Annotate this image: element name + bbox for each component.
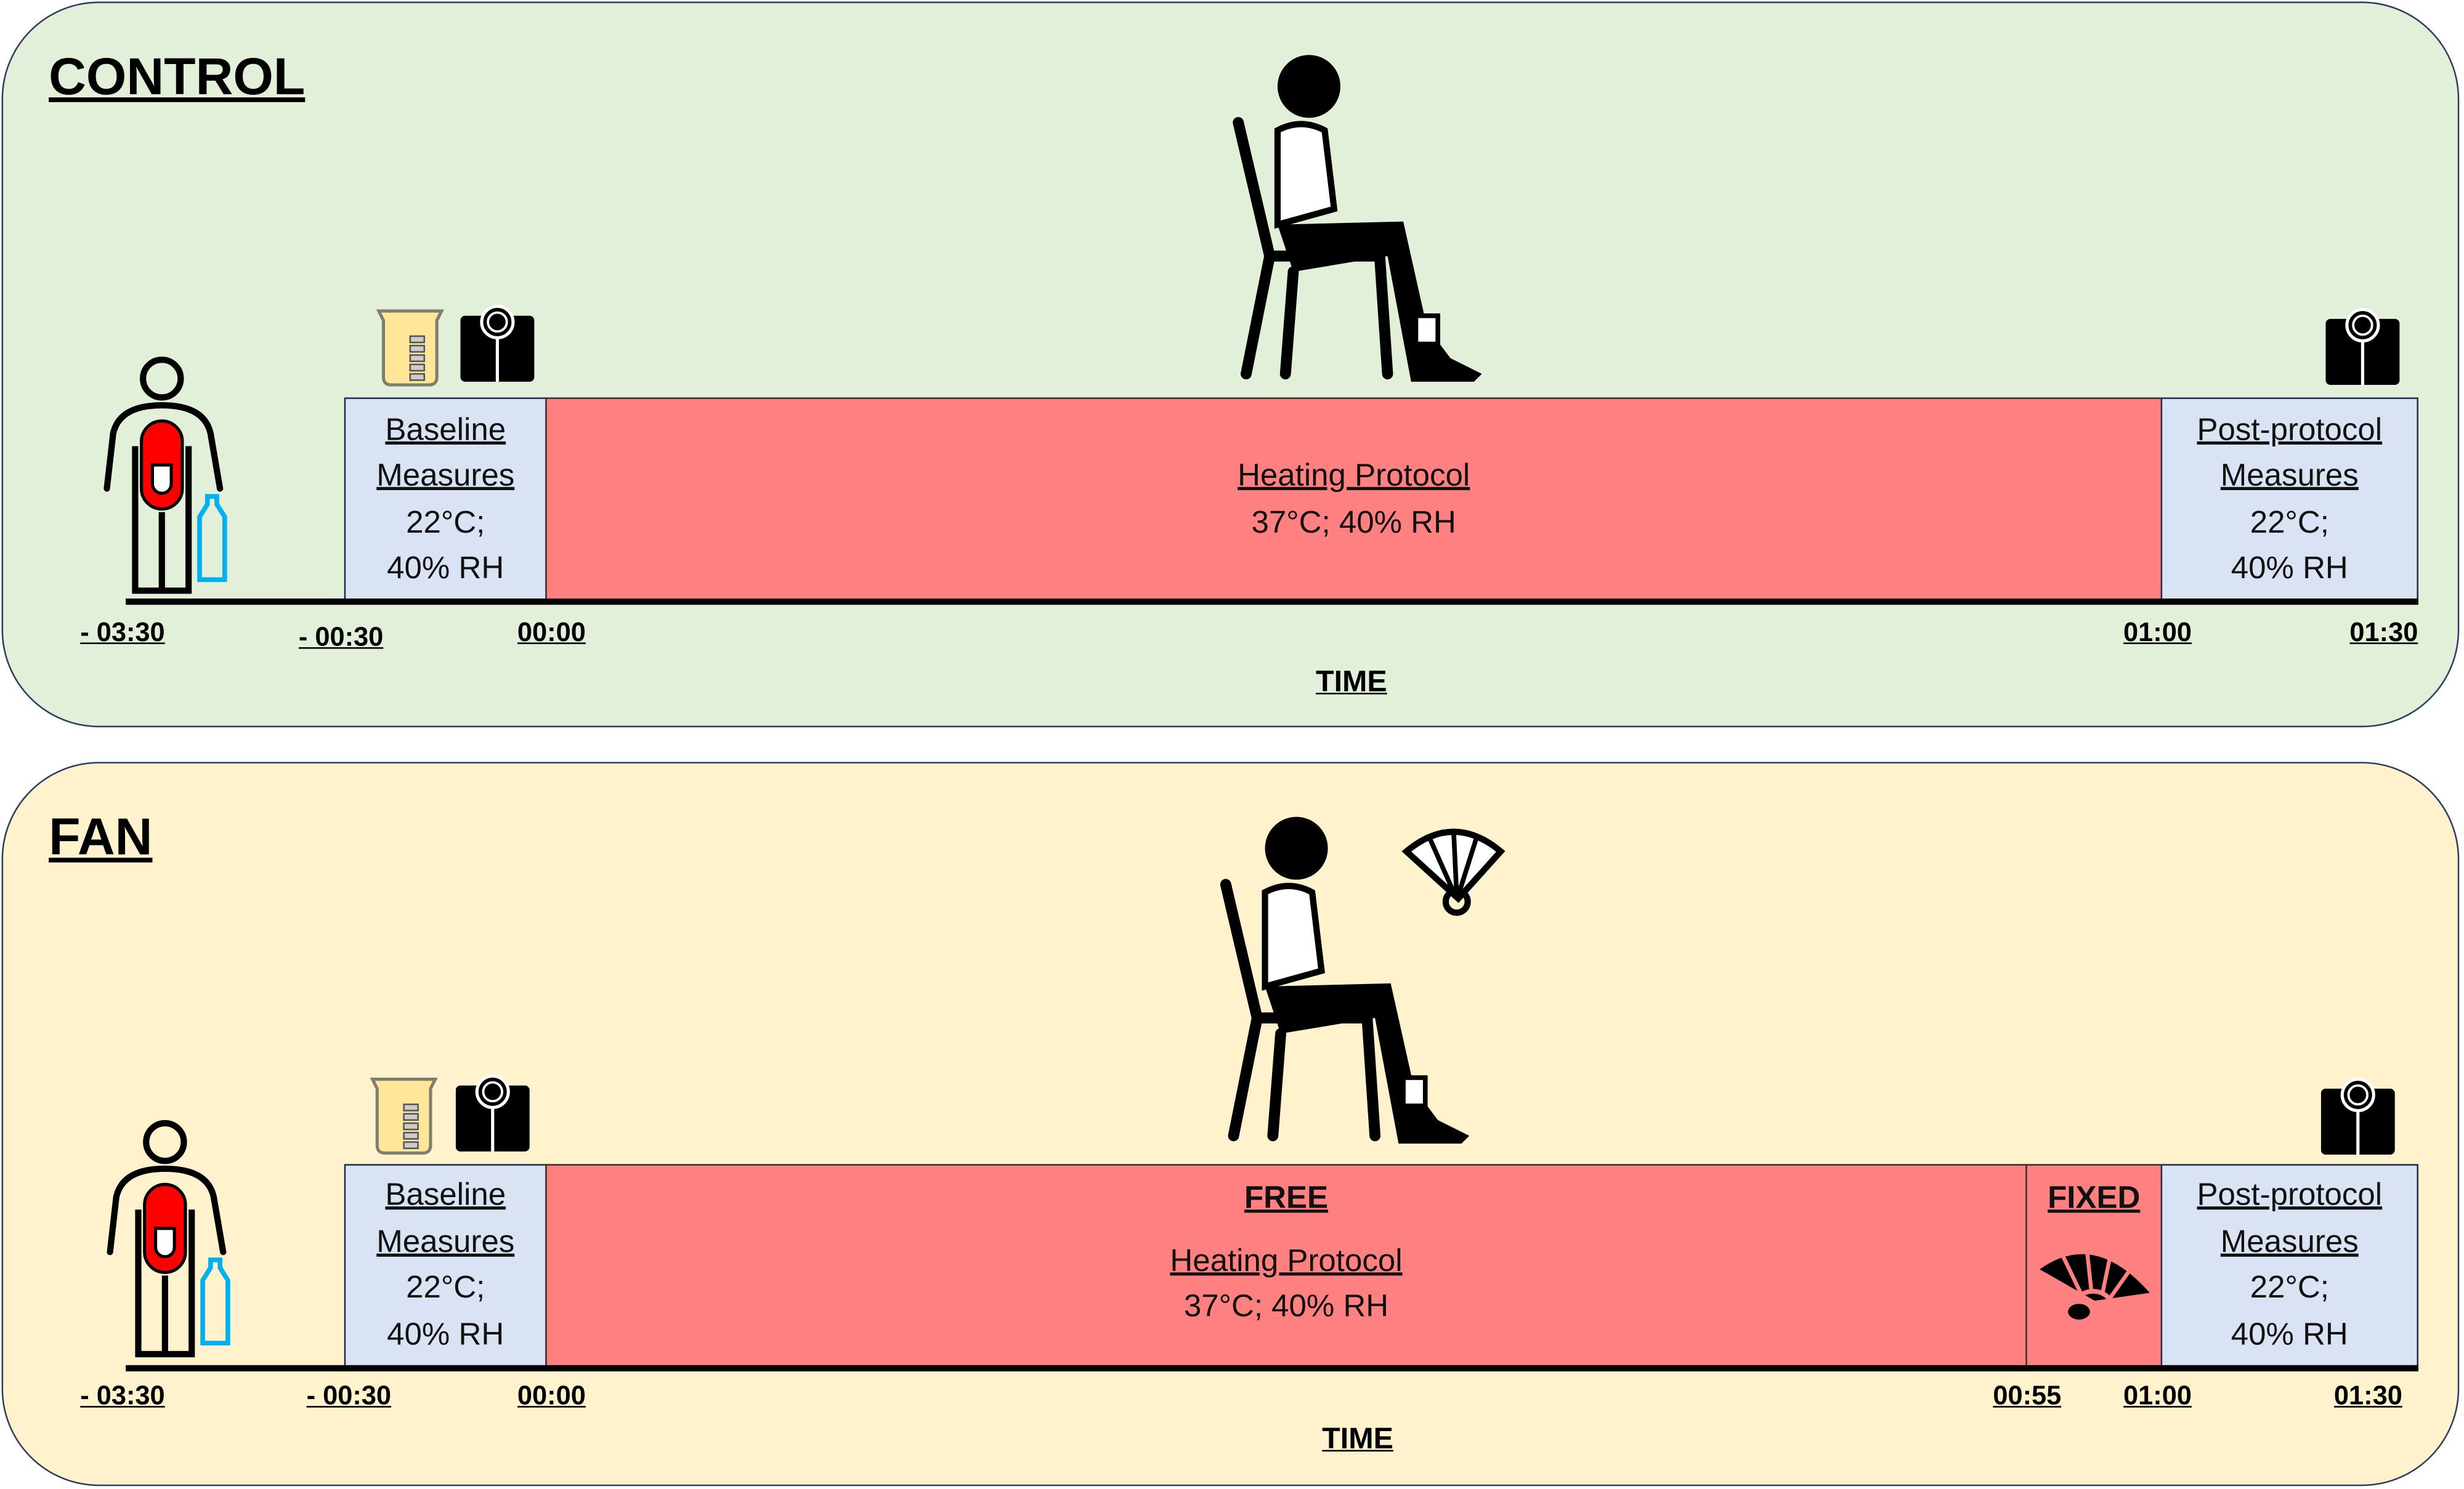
post-humidity: 40% RH (2231, 551, 2348, 586)
baseline-measures-box: Baseline Measures 22°C; 40% RH (344, 397, 547, 603)
fan-title: FAN (49, 807, 153, 866)
baseline-measures-box: Baseline Measures 22°C; 40% RH (344, 1164, 547, 1368)
tick-label: - 03:30 (80, 617, 165, 648)
fixed-fan-box: FIXED (2025, 1164, 2163, 1368)
heating-conditions: 37°C; 40% RH (1183, 1289, 1389, 1325)
baseline-humidity: 40% RH (387, 551, 505, 586)
tick-label: 01:30 (2349, 617, 2418, 648)
time-axis-label: TIME (1322, 1423, 1393, 1456)
baseline-title: Baseline (385, 1178, 506, 1213)
baseline-title: Measures (376, 1224, 515, 1259)
tick-label: 00:00 (517, 617, 586, 648)
post-title: Post-protocol (2197, 412, 2383, 447)
weighing-scale-icon (460, 303, 535, 385)
baseline-temp: 22°C; (406, 505, 485, 540)
weighing-scale-icon (2321, 1076, 2396, 1158)
tick-label: 00:55 (1993, 1381, 2062, 1411)
standing-person-capsule-bottle-icon (91, 355, 240, 599)
tick-label: 00:00 (517, 1381, 586, 1411)
heating-title: Heating Protocol (1170, 1243, 1403, 1278)
fixed-fan-icon (2031, 1229, 2157, 1326)
fixed-phase-label: FIXED (2048, 1181, 2141, 1216)
baseline-title: Baseline (385, 412, 506, 447)
seated-person-icon (1230, 52, 1489, 389)
tick-label: 01:30 (2333, 1381, 2402, 1411)
post-title: Post-protocol (2197, 1178, 2383, 1213)
timeline-axis (126, 1365, 2418, 1372)
urine-beaker-icon (369, 1076, 440, 1158)
standing-person-capsule-bottle-icon (94, 1118, 243, 1362)
baseline-title: Measures (376, 458, 515, 494)
post-protocol-box: Post-protocol Measures 22°C; 40% RH (2160, 397, 2418, 603)
urine-beaker-icon (376, 308, 447, 390)
tick-label: 01:00 (2123, 1381, 2192, 1411)
timeline-axis (126, 598, 2418, 605)
tick-label: - 00:30 (298, 622, 384, 652)
weighing-scale-icon (456, 1073, 531, 1155)
heating-conditions: 37°C; 40% RH (1251, 505, 1456, 540)
control-title: CONTROL (49, 47, 306, 105)
heating-protocol-free-box: FREE Heating Protocol 37°C; 40% RH (545, 1164, 2027, 1368)
post-title: Measures (2220, 458, 2359, 494)
post-temp: 22°C; (2250, 505, 2329, 540)
free-phase-label: FREE (1244, 1181, 1329, 1216)
post-title: Measures (2220, 1224, 2359, 1259)
baseline-temp: 22°C; (406, 1270, 485, 1305)
post-temp: 22°C; (2250, 1270, 2329, 1305)
heating-protocol-box: Heating Protocol 37°C; 40% RH (545, 397, 2163, 603)
post-humidity: 40% RH (2231, 1317, 2348, 1352)
weighing-scale-icon (2325, 306, 2401, 388)
heating-title: Heating Protocol (1238, 458, 1470, 494)
post-protocol-box: Post-protocol Measures 22°C; 40% RH (2160, 1164, 2418, 1368)
hand-fan-icon (1401, 828, 1506, 916)
tick-label: - 03:30 (80, 1381, 165, 1411)
baseline-humidity: 40% RH (387, 1317, 505, 1352)
tick-label: - 00:30 (306, 1381, 392, 1411)
time-axis-label: TIME (1315, 666, 1387, 700)
tick-label: 01:00 (2123, 617, 2192, 648)
